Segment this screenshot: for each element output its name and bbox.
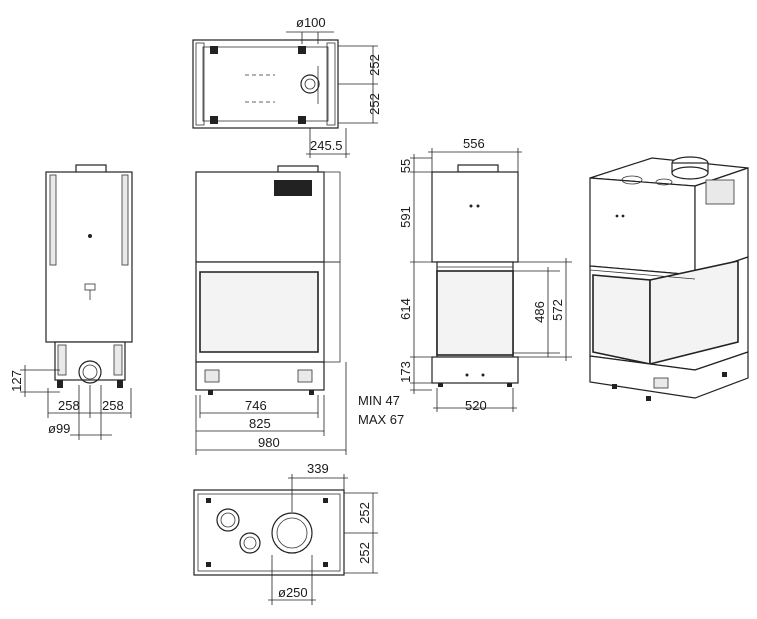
- top-depth-a-label: 252: [367, 54, 382, 76]
- front-frame-width-label: 825: [249, 416, 271, 431]
- front-view: 746 825 980: [195, 165, 347, 455]
- top-view: ø100 252 252 245.5: [192, 15, 382, 158]
- perspective-view: [589, 156, 749, 401]
- right-top-clear-label: 55: [398, 159, 413, 173]
- side-pipe-diameter-label: ø99: [48, 421, 70, 436]
- right-glass-section-label: 614: [398, 298, 413, 320]
- bottom-view: 339 252 252 ø250: [193, 461, 378, 605]
- top-offset-label: 245.5: [310, 138, 343, 153]
- right-glass-height-label: 486: [532, 301, 547, 323]
- right-base-height-label: 173: [398, 361, 413, 383]
- legs-max-label: MAX 67: [358, 412, 404, 427]
- front-glass-width-label: 746: [245, 398, 267, 413]
- right-view: 556 55 591 614 173 486 572 520 MIN 47 MA…: [358, 136, 572, 427]
- bottom-depth-a-label: 252: [357, 502, 372, 524]
- bottom-depth-b-label: 252: [357, 542, 372, 564]
- right-base-width-label: 520: [465, 398, 487, 413]
- side-view: 127 258 258 ø99: [9, 164, 133, 440]
- legs-min-label: MIN 47: [358, 393, 400, 408]
- top-depth-b-label: 252: [367, 93, 382, 115]
- right-upper-height-label: 591: [398, 206, 413, 228]
- bottom-pipe-diameter-label: ø250: [278, 585, 308, 600]
- bottom-pipe-offset-label: 339: [307, 461, 329, 476]
- front-total-width-label: 980: [258, 435, 280, 450]
- side-half-right-label: 258: [102, 398, 124, 413]
- right-width-label: 556: [463, 136, 485, 151]
- right-frame-height-label: 572: [550, 299, 565, 321]
- top-pipe-diameter-label: ø100: [296, 15, 326, 30]
- side-feet-height-label: 127: [9, 370, 24, 392]
- side-half-left-label: 258: [58, 398, 80, 413]
